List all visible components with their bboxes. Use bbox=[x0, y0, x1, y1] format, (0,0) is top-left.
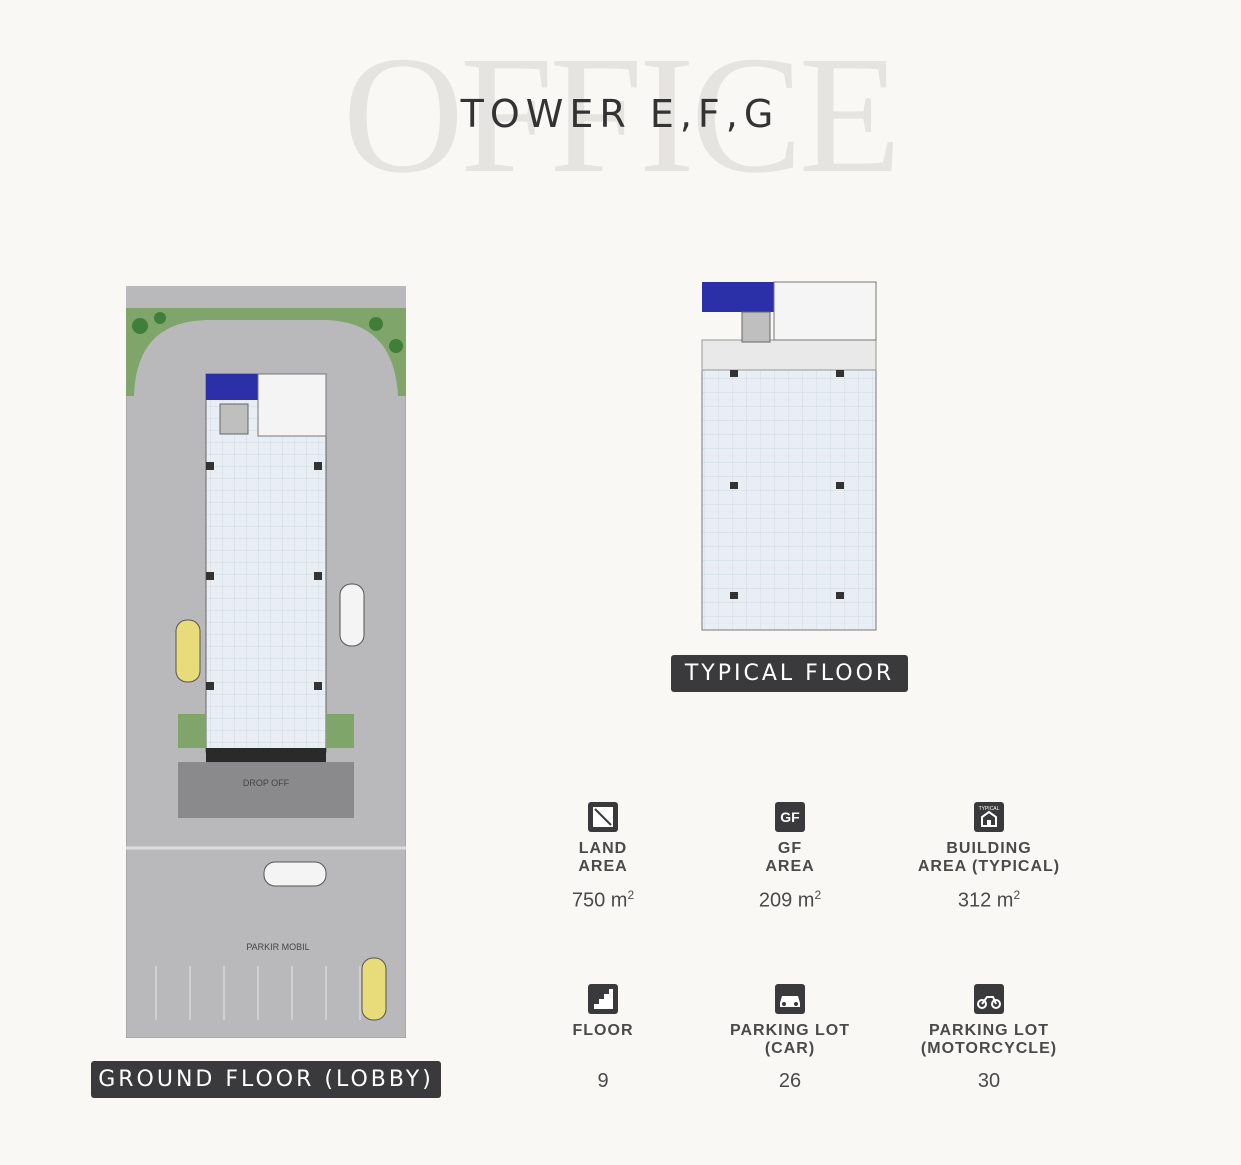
car-icon bbox=[361, 957, 387, 1021]
typical-floor-label: TYPICAL FLOOR bbox=[671, 655, 908, 692]
stat-building-area: TYPICAL BUILDING AREA (TYPICAL) 312 m2 bbox=[899, 800, 1079, 913]
office-watermark: OFFICE bbox=[342, 22, 902, 208]
stat-name: (CAR) bbox=[764, 1040, 816, 1057]
stat-name: GF bbox=[777, 840, 803, 857]
drop-off-label: DROP OFF bbox=[243, 778, 290, 788]
motorcycle-icon bbox=[974, 984, 1004, 1014]
stat-value: 209 m2 bbox=[758, 888, 822, 912]
land-area-icon bbox=[588, 802, 618, 832]
floor-stairs-icon bbox=[588, 984, 618, 1014]
ground-floor-label: GROUND FLOOR (LOBBY) bbox=[91, 1061, 441, 1098]
parking-label: PARKIR MOBIL bbox=[246, 942, 309, 952]
stat-name: AREA (TYPICAL) bbox=[917, 858, 1061, 875]
building-typical-icon: TYPICAL bbox=[974, 802, 1004, 832]
stat-value: 30 bbox=[977, 1070, 1001, 1092]
plant-icon bbox=[154, 312, 166, 324]
stat-value: 26 bbox=[778, 1070, 802, 1092]
ground-floor-plan: DROP OFF PARKIR MOBIL bbox=[126, 286, 406, 1038]
car-icon bbox=[339, 583, 365, 647]
typical-floor-plan bbox=[701, 281, 877, 631]
car-icon bbox=[175, 619, 201, 683]
stat-name: BUILDING bbox=[946, 840, 1032, 857]
stat-name: AREA bbox=[765, 858, 815, 875]
stat-value: 750 m2 bbox=[571, 888, 635, 912]
stat-value: 312 m2 bbox=[957, 888, 1021, 912]
gf-area-icon: GF bbox=[775, 802, 805, 832]
stat-name: LAND bbox=[578, 840, 628, 857]
page-title: TOWER E,F,G bbox=[460, 92, 780, 136]
plant-icon bbox=[132, 318, 148, 334]
stat-name: PARKING LOT bbox=[928, 1022, 1050, 1039]
plant-icon bbox=[369, 317, 383, 331]
stat-name: PARKING LOT bbox=[729, 1022, 851, 1039]
stat-land-area: LAND AREA 750 m2 bbox=[513, 800, 693, 913]
stat-name: (MOTORCYCLE) bbox=[920, 1040, 1058, 1057]
car-icon bbox=[263, 861, 327, 887]
stat-name: AREA bbox=[578, 858, 628, 875]
car-icon bbox=[775, 984, 805, 1014]
stat-parking-car: PARKING LOT (CAR) 26 bbox=[700, 982, 880, 1093]
stat-parking-motorcycle: PARKING LOT (MOTORCYCLE) 30 bbox=[899, 982, 1079, 1093]
stat-name: FLOOR bbox=[572, 1022, 634, 1039]
svg-text:GF: GF bbox=[780, 809, 800, 825]
plant-icon bbox=[389, 339, 403, 353]
stat-value: 9 bbox=[597, 1070, 609, 1092]
stat-floor: FLOOR 9 bbox=[513, 982, 693, 1093]
svg-text:TYPICAL: TYPICAL bbox=[979, 806, 1000, 812]
stat-gf-area: GF GF AREA 209 m2 bbox=[700, 800, 880, 913]
